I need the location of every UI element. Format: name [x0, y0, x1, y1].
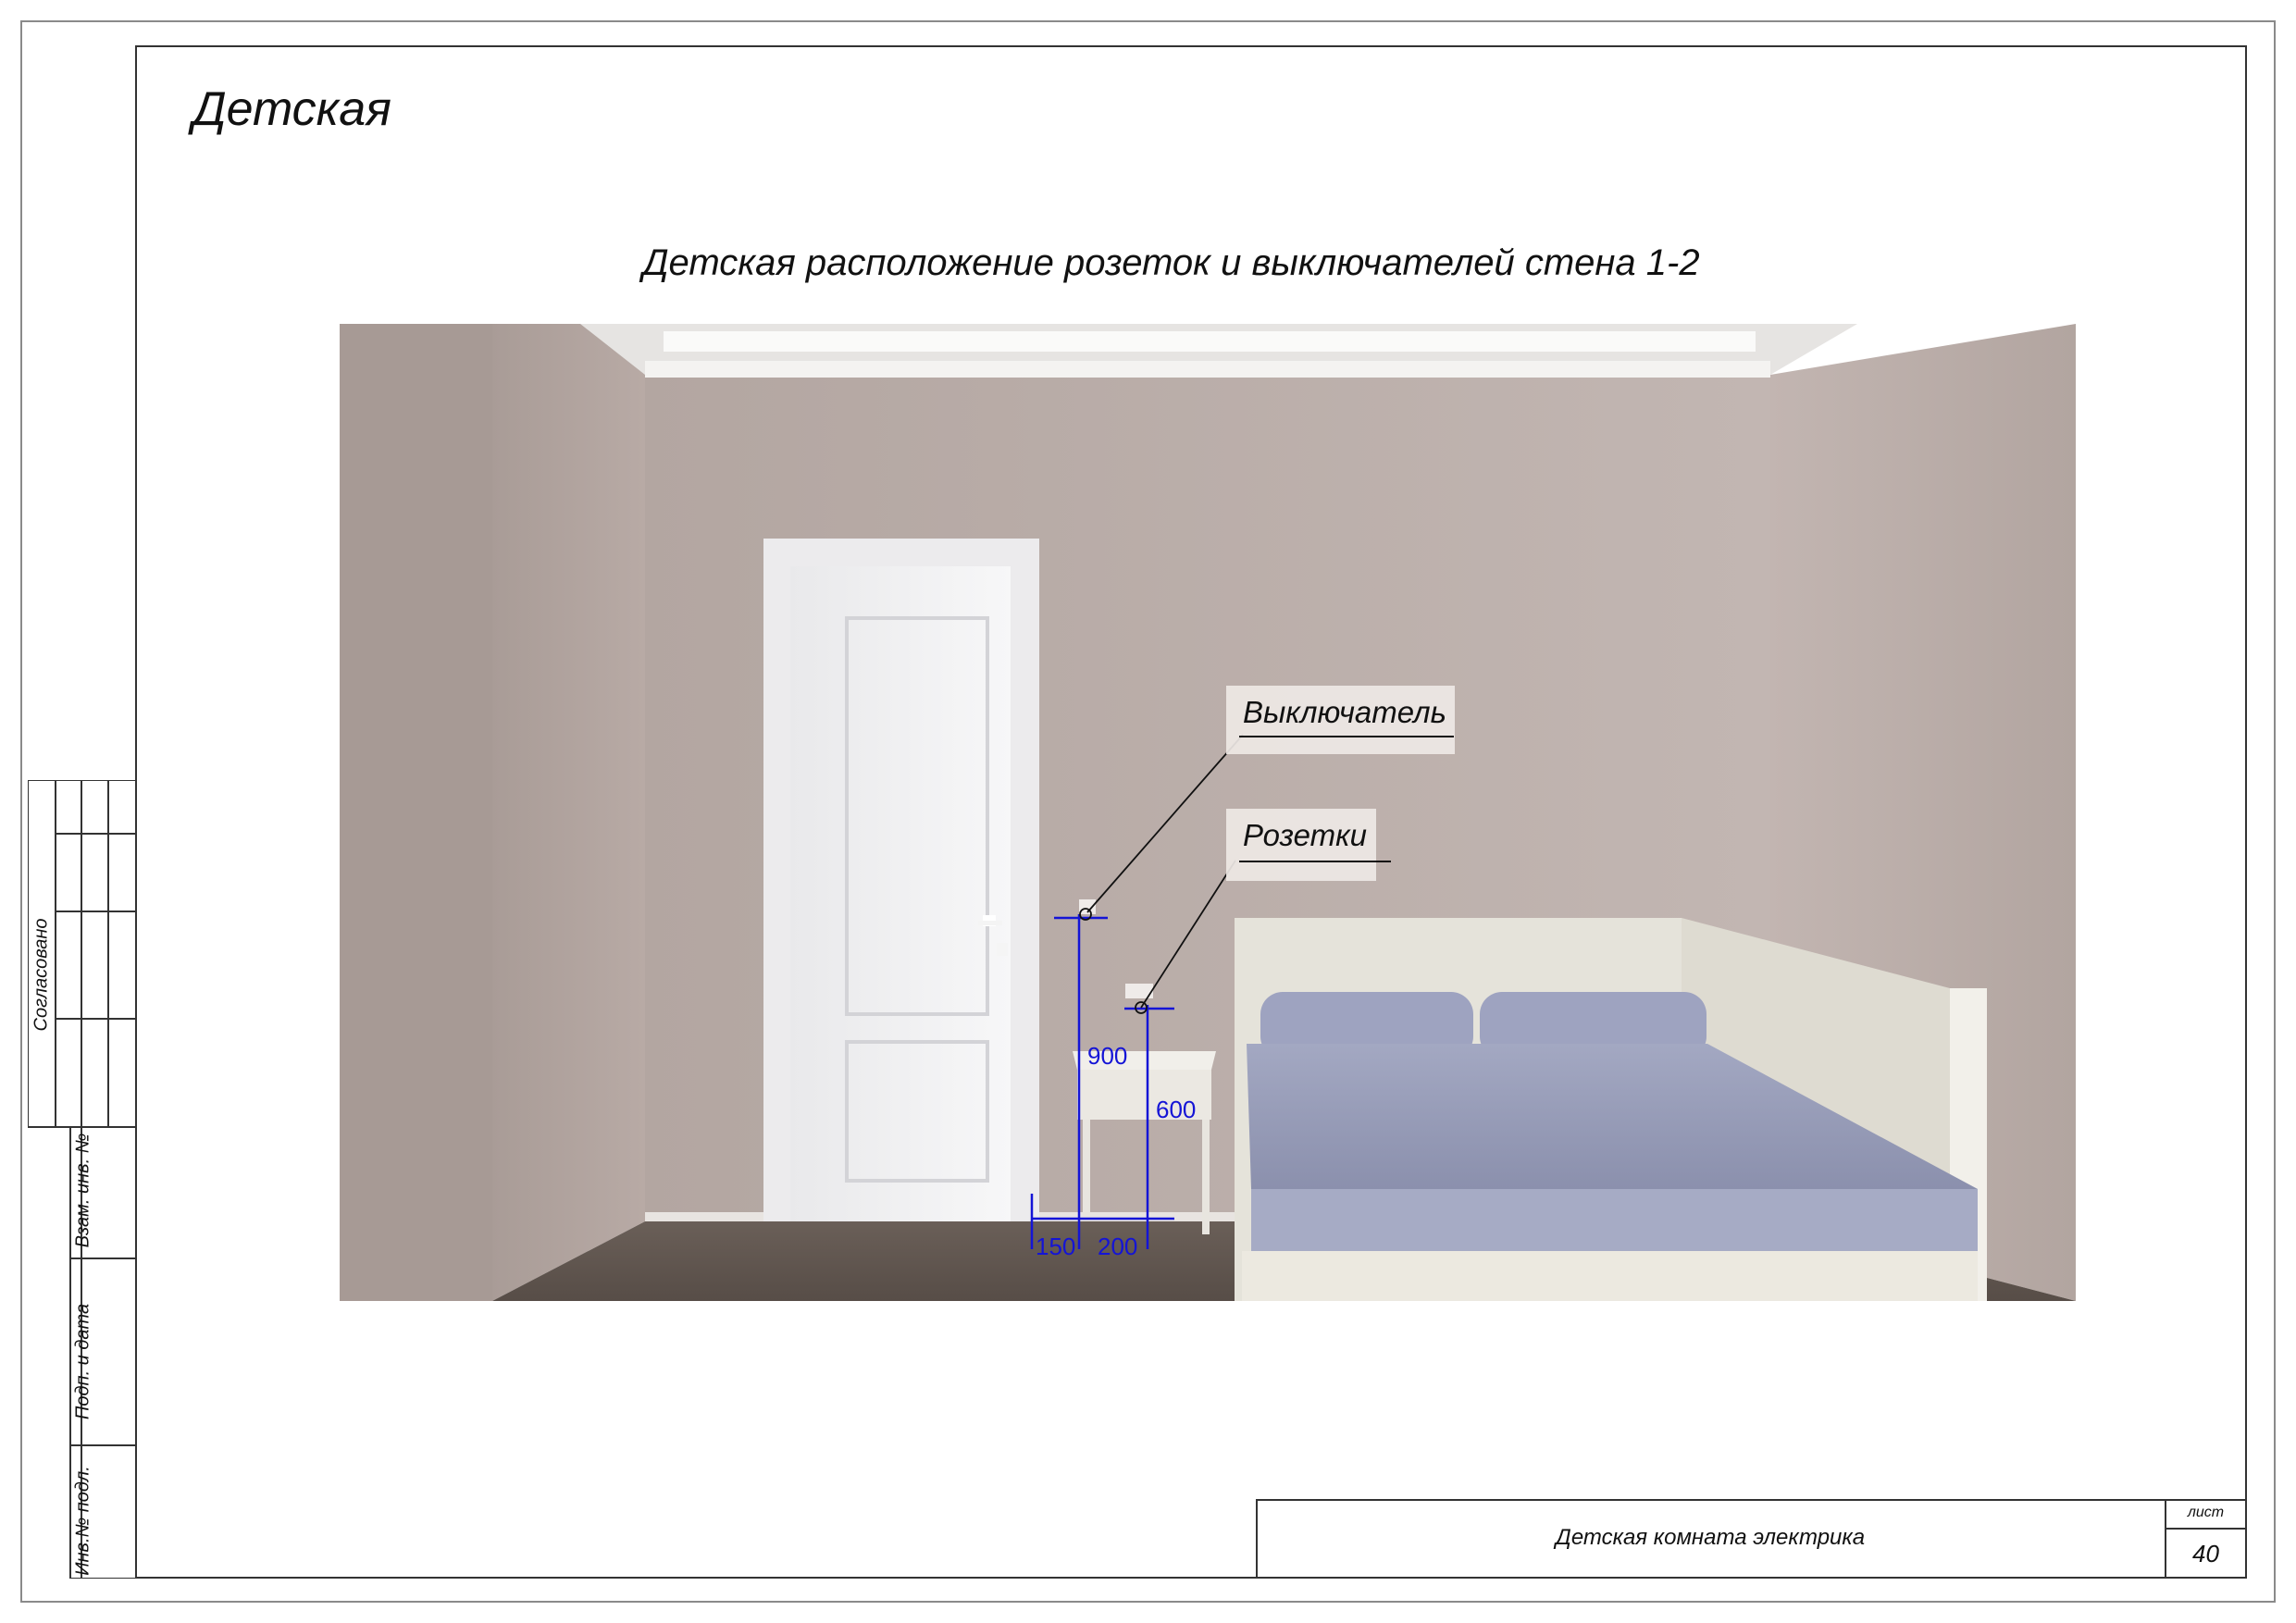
- door-panel-bottom: [845, 1040, 989, 1183]
- sockets-callout: Розетки: [1226, 809, 1391, 881]
- outer-frame: [20, 20, 2276, 1603]
- sheet-cell: [2165, 1499, 2247, 1579]
- door-handle-bar: [978, 921, 1002, 925]
- bed-base: [1242, 1251, 1978, 1301]
- door-panel-top: [845, 616, 989, 1016]
- side-stamp: [28, 780, 135, 1579]
- left-wall-edge: [340, 324, 492, 1301]
- sheet-label: лист: [2187, 1505, 2225, 1520]
- mattress-front: [1251, 1189, 1978, 1251]
- title-block: [1256, 1499, 2247, 1579]
- nightstand-leg-left: [1083, 1120, 1090, 1221]
- nightstand-drawer: [1077, 1070, 1211, 1120]
- nightstand-leg-right: [1202, 1120, 1210, 1234]
- pillow-left: [1260, 992, 1473, 1059]
- sheet-number: 40: [2192, 1540, 2219, 1567]
- room-illustration: [340, 324, 2076, 1301]
- switch-callout: Выключатель: [1226, 686, 1455, 754]
- pillow-right: [1480, 992, 1706, 1059]
- dim-socket-height: 600: [1156, 1096, 1197, 1123]
- ceiling-light-strip: [664, 331, 1756, 352]
- sockets-callout-label: Розетки: [1243, 818, 1367, 852]
- room-render: Выключатель Розетки 900 600 150 200: [340, 324, 2076, 1301]
- stamp-original-inv: Инв.№ подл.: [72, 1466, 93, 1576]
- stamp-signature-date: Подп. и дата: [72, 1303, 93, 1420]
- drawing-title: Детская комната электрика: [1555, 1525, 1866, 1550]
- mattress-top: [1247, 1044, 1978, 1189]
- door-lock: [997, 943, 1008, 956]
- sheet-cell-divider: [2165, 1528, 2247, 1530]
- view-title: Детская расположение розеток и выключате…: [642, 242, 1700, 283]
- crown-molding: [645, 361, 1770, 378]
- dim-switch-height: 900: [1087, 1042, 1128, 1070]
- dim-switch-offset: 150: [1036, 1233, 1076, 1260]
- room-title: Детская: [192, 82, 391, 136]
- switch-callout-label: Выключатель: [1243, 695, 1446, 729]
- stamp-agreed: Согласовано: [31, 918, 52, 1032]
- left-wall: [492, 324, 645, 1301]
- door-leaf: [790, 566, 1011, 1221]
- dim-socket-offset: 200: [1098, 1233, 1138, 1260]
- nightstand-top: [1073, 1051, 1216, 1070]
- socket-plate: [1125, 984, 1153, 998]
- dimension-overlay: [1030, 734, 1244, 1249]
- switch-plate: [1079, 899, 1096, 914]
- stamp-replaced-inv: Взам. инв. №: [72, 1133, 93, 1248]
- drawing-frame: [135, 45, 2247, 1579]
